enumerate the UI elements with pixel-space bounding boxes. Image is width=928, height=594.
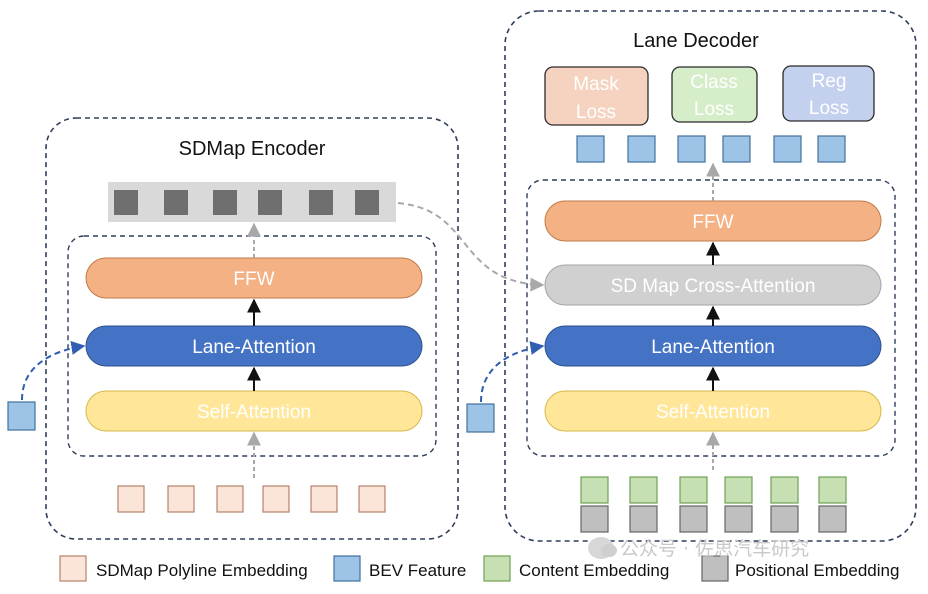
class-loss-box — [671, 66, 758, 123]
encoder-output-square — [258, 190, 282, 215]
class-loss-line1: Class — [690, 72, 738, 93]
legend-swatch-content — [483, 555, 511, 582]
content-embedding-square — [724, 476, 753, 504]
content-embedding-square — [770, 476, 799, 504]
decoder-bev-feature-square — [466, 403, 495, 433]
encoder-inner-box — [67, 235, 437, 457]
encoder-output-strip — [108, 182, 396, 222]
legend-swatch-polyline — [59, 555, 87, 582]
decoder-output-square — [722, 135, 751, 163]
legend-label-positional: Positional Embedding — [735, 561, 899, 580]
watermark: 公众号 · 佐思汽车研究 — [588, 534, 809, 561]
class-loss-line2: Loss — [694, 99, 734, 120]
polyline-embedding-square — [358, 485, 386, 513]
encoder-ffw-label: FFW — [233, 269, 274, 290]
mask-loss-line2: Loss — [576, 102, 616, 123]
sdmap-encoder: SDMap Encoder FFW Lane-Attention Self-At… — [7, 117, 459, 540]
wechat-icon — [588, 536, 617, 559]
polyline-embedding-square — [216, 485, 244, 513]
legend-label-bev: BEV Feature — [369, 561, 466, 580]
reg-loss-line2: Loss — [809, 98, 849, 119]
lane-decoder: Lane Decoder Mask Loss Class Loss Reg Lo… — [466, 10, 917, 542]
decoder-output-square — [817, 135, 846, 163]
content-embedding-square — [629, 476, 658, 504]
encoder-output-square — [213, 190, 237, 215]
decoder-bev-arrow — [480, 341, 545, 403]
positional-embedding-square — [629, 505, 658, 533]
positional-embedding-square — [679, 505, 708, 533]
encoder-output-square — [355, 190, 379, 215]
decoder-cross-attention-label: SD Map Cross-Attention — [611, 276, 816, 297]
decoder-output-square — [677, 135, 706, 163]
legend: SDMap Polyline Embedding BEV Feature Con… — [59, 555, 899, 582]
decoder-lane-attention-label: Lane-Attention — [651, 337, 775, 358]
legend-label-polyline: SDMap Polyline Embedding — [96, 561, 308, 580]
polyline-embedding-square — [262, 485, 290, 513]
decoder-output-square — [576, 135, 605, 163]
decoder-self-attention-label: Self-Attention — [656, 402, 770, 423]
encoder-bev-arrow — [21, 341, 86, 401]
encoder-self-attention-label: Self-Attention — [197, 402, 311, 423]
positional-embedding-square — [770, 505, 799, 533]
polyline-embedding-square — [310, 485, 338, 513]
reg-loss-line1: Reg — [812, 71, 847, 92]
mask-loss-line1: Mask — [573, 74, 619, 95]
encoder-title: SDMap Encoder — [179, 138, 326, 160]
content-embedding-square — [679, 476, 708, 504]
legend-swatch-bev — [333, 555, 361, 582]
positional-embedding-square — [580, 505, 609, 533]
mask-loss-box — [544, 66, 649, 126]
legend-label-content: Content Embedding — [519, 561, 669, 580]
encoder-to-cross-attention-arrow — [397, 202, 545, 292]
positional-embedding-square — [818, 505, 847, 533]
encoder-output-square — [309, 190, 333, 215]
legend-swatch-positional — [701, 555, 729, 582]
encoder-bev-feature-square — [7, 401, 36, 431]
content-embedding-square — [580, 476, 609, 504]
encoder-outer-box — [45, 117, 459, 540]
decoder-title: Lane Decoder — [633, 30, 759, 52]
polyline-embedding-square — [167, 485, 195, 513]
decoder-output-square — [627, 135, 656, 163]
positional-embedding-square — [724, 505, 753, 533]
decoder-ffw-label: FFW — [692, 212, 733, 233]
watermark-text: 公众号 · 佐思汽车研究 — [620, 538, 810, 560]
content-embedding-square — [818, 476, 847, 504]
decoder-outer-box — [504, 10, 917, 542]
polyline-embedding-square — [117, 485, 145, 513]
encoder-lane-attention-label: Lane-Attention — [192, 337, 316, 358]
reg-loss-box — [782, 65, 875, 122]
decoder-output-square — [773, 135, 802, 163]
encoder-output-square — [114, 190, 138, 215]
encoder-output-square — [164, 190, 188, 215]
